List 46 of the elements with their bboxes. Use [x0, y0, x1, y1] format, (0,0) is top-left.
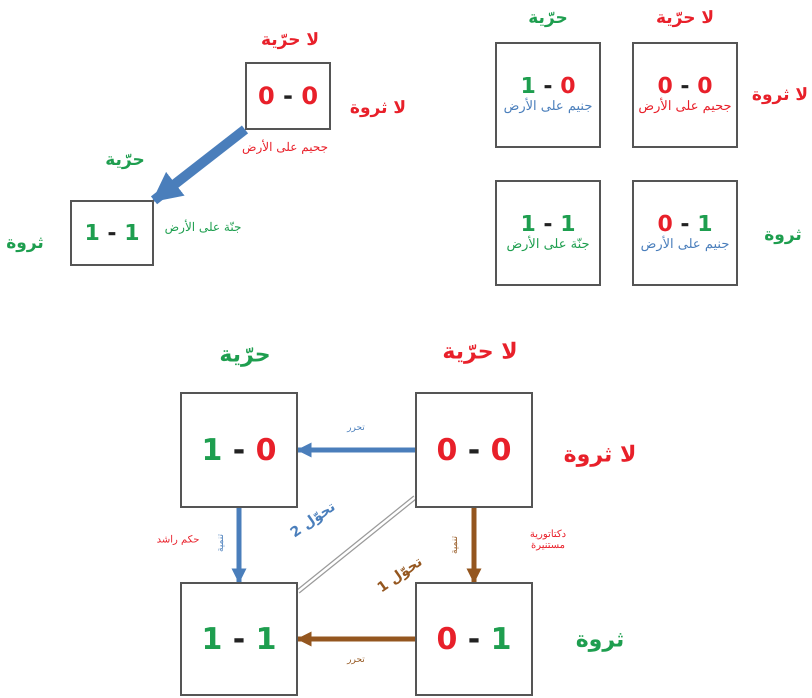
outcome-text: جحيم على الأرض — [638, 99, 732, 116]
axis-heading: لا ثروة — [752, 85, 808, 105]
score-text: 0 - 1 — [436, 622, 512, 656]
state-box — [415, 392, 533, 508]
axis-heading: لا ثروة — [564, 442, 636, 468]
state-box — [632, 42, 738, 148]
edge-label: تنمية — [216, 533, 226, 553]
axis-heading: تحوّل 2 — [288, 498, 338, 542]
axis-heading: لا حرّية — [656, 8, 714, 28]
axis-heading: حكم راشد — [156, 534, 200, 546]
state-box — [495, 42, 601, 148]
arrow — [466, 508, 482, 584]
outcome-text: جنّة على الأرض — [164, 220, 242, 236]
score-text: 1 - 1 — [201, 622, 277, 656]
axis-heading: ثروة — [576, 628, 624, 652]
outcome-text: جنيم على الأرض — [640, 237, 730, 254]
state-box — [70, 200, 154, 266]
state-box — [180, 392, 298, 508]
axis-heading: ثروة — [6, 233, 44, 253]
axis-heading: لا حرّية — [260, 30, 320, 50]
outcome-text: جنّة على الأرض — [506, 237, 590, 254]
edge-label: تحرر — [346, 423, 366, 433]
axis-heading: تحوّل 1 — [374, 554, 426, 596]
score-text: 0 - 0 — [258, 82, 318, 110]
edge-label: تحرر — [346, 655, 366, 665]
score-text: 1 - 0 — [201, 432, 277, 468]
arrow — [232, 508, 246, 584]
arrow — [296, 632, 415, 646]
state-box — [245, 62, 331, 130]
state-box — [495, 180, 601, 286]
arrow — [296, 442, 415, 458]
axis-heading: ثروة — [764, 225, 802, 245]
arrow — [150, 126, 248, 204]
axis-heading: حرّية — [219, 342, 271, 368]
axis-heading: لا ثروة — [350, 98, 406, 118]
outcome-text: جنيم على الأرض — [504, 99, 592, 116]
axis-heading: حرّية — [105, 150, 145, 170]
state-box — [180, 582, 298, 696]
outcome-text: جحيم على الأرض — [240, 140, 329, 156]
axis-heading: لا حرّية — [442, 340, 518, 364]
score-text: 0 - 0 — [436, 432, 512, 468]
axis-heading: دكتاتورية مستنيرة — [528, 529, 568, 551]
axis-heading: حرّية — [528, 8, 568, 28]
state-box — [632, 180, 738, 286]
score-text: 1 - 1 — [84, 220, 140, 246]
edge-label: تنمية — [450, 535, 460, 555]
